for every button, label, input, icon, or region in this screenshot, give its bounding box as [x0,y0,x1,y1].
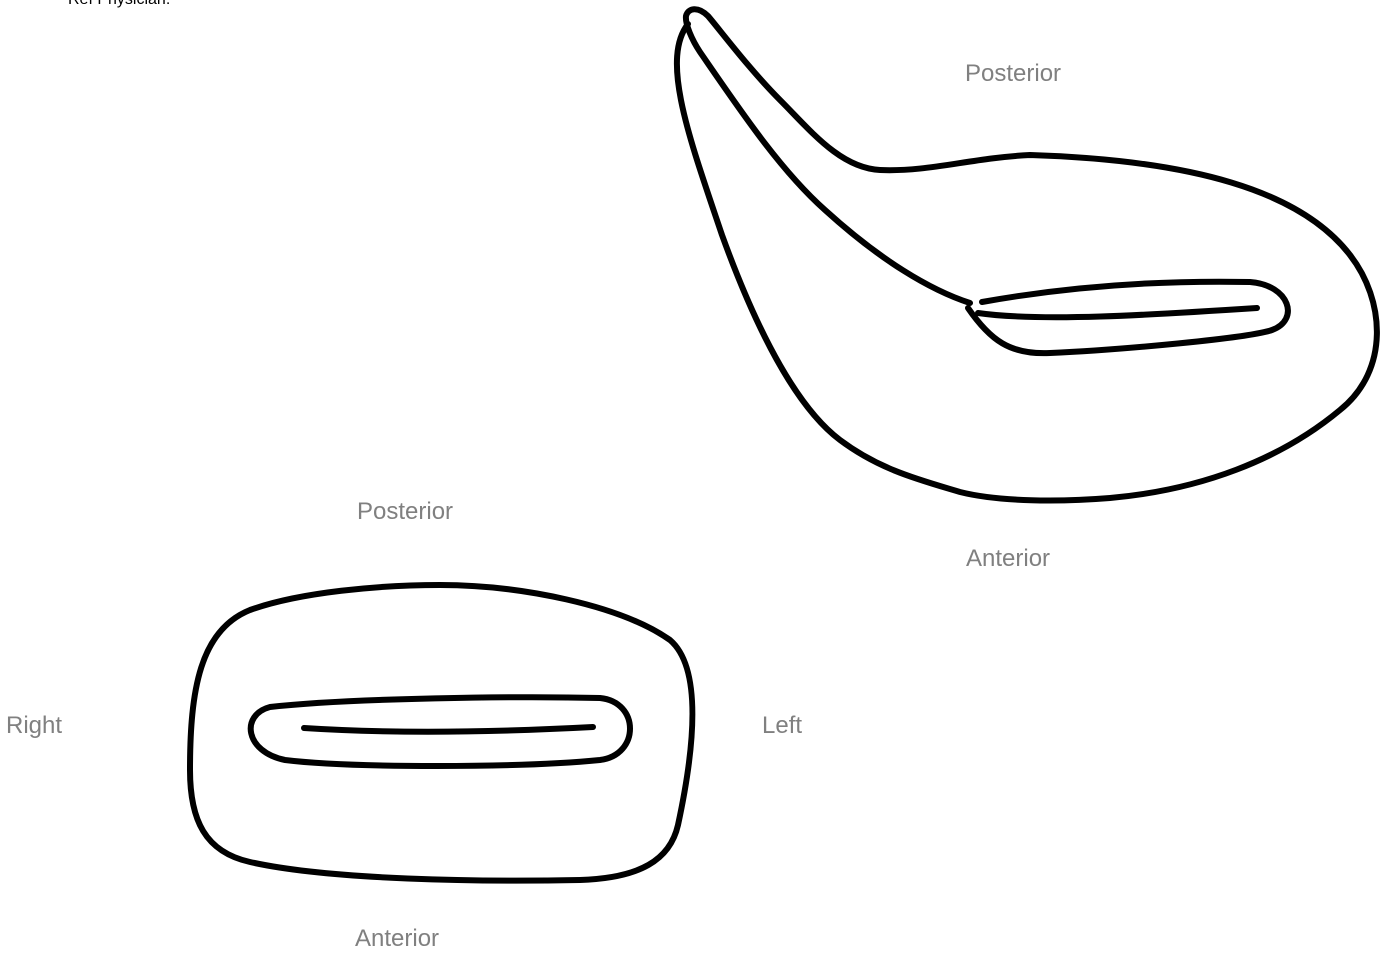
front-posterior-label: Posterior [357,498,453,526]
oblique-posterior-label: Posterior [965,60,1061,88]
front-right-side-label: Right [6,712,62,740]
oblique-anterior-label: Anterior [966,545,1050,573]
front-inner-slit-line [304,727,593,732]
oblique-inner-slit-line [978,308,1257,317]
front-view-drawing [190,585,692,881]
front-left-side-label: Left [762,712,802,740]
front-anterior-label: Anterior [355,925,439,953]
